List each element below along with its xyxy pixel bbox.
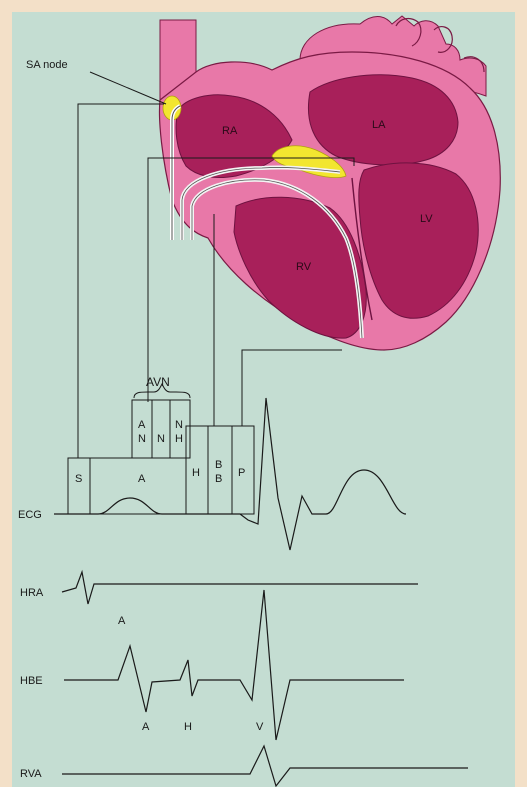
avn-label-a: A <box>138 419 146 431</box>
conduction-segment-a <box>90 458 186 514</box>
lv-label: LV <box>420 213 433 225</box>
avn-label-n3: N <box>175 419 183 431</box>
conduction-blocks <box>68 384 254 514</box>
segment-label-p: P <box>238 467 245 479</box>
segment-label-b1: B <box>215 459 222 471</box>
rva-label: RVA <box>20 768 42 780</box>
avn-segment <box>152 400 170 458</box>
avn-label-h: H <box>175 433 183 445</box>
heart <box>160 16 501 350</box>
hbe-marker-a: A <box>142 721 150 733</box>
ra-label: RA <box>222 125 238 137</box>
segment-label-h: H <box>192 467 200 479</box>
conduction-segment-s <box>68 458 90 514</box>
hbe-marker-v: V <box>256 721 264 733</box>
avn-title: AVN <box>146 375 170 389</box>
avn-label-n2: N <box>157 433 165 445</box>
segment-label-s: S <box>75 473 82 485</box>
ecg-trace <box>54 398 406 550</box>
hra-label: HRA <box>20 587 44 599</box>
ecg-label: ECG <box>18 509 42 521</box>
sa-node-label: SA node <box>26 59 68 71</box>
sa-node-pointer <box>90 72 166 104</box>
la-label: LA <box>372 119 386 131</box>
segment-label-a: A <box>138 473 146 485</box>
purkinje-leader <box>242 350 342 426</box>
hbe-marker-a-upper: A <box>118 615 126 627</box>
avn-label-n1: N <box>138 433 146 445</box>
sa-leader <box>78 104 164 458</box>
hra-trace <box>62 572 418 604</box>
hbe-marker-h: H <box>184 721 192 733</box>
rva-trace <box>62 746 468 786</box>
rv-label: RV <box>296 261 312 273</box>
segment-label-b2: B <box>215 473 222 485</box>
hbe-trace <box>64 590 404 740</box>
hbe-label: HBE <box>20 675 43 687</box>
